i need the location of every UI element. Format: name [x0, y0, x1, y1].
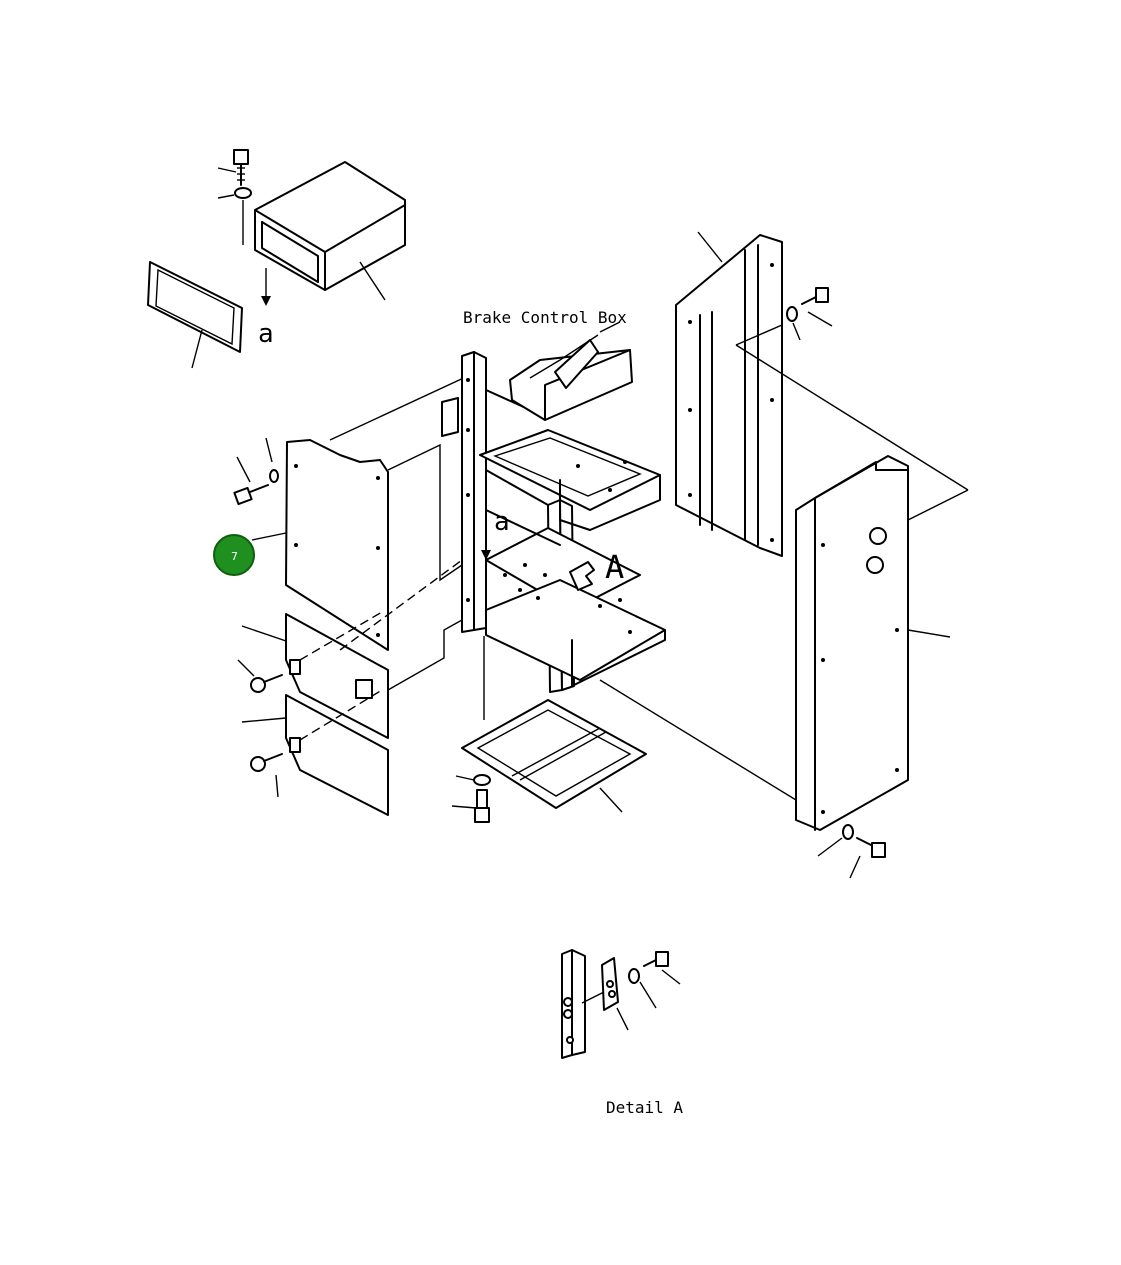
right-upper-panel [675, 231, 969, 557]
bottom-bolt [451, 774, 491, 823]
callout-7[interactable]: 7 [213, 534, 255, 576]
brake-control-box [509, 321, 633, 421]
right-upper-bolt [786, 287, 833, 341]
top-bolt [217, 149, 271, 306]
callout-circle[interactable] [213, 534, 255, 576]
gasket-frame [147, 261, 243, 369]
right-lower-bolt [817, 824, 886, 879]
left-panel-dash-lines [299, 374, 471, 741]
right-side-panel [599, 455, 969, 831]
middle-left-panel [241, 613, 389, 739]
left-bolt-upper [233, 437, 279, 506]
detail-a-reference-label: A [605, 548, 624, 586]
reference-a-upper-label: a [258, 319, 274, 349]
lower-left-panel [241, 694, 389, 816]
left-bolt-lower [250, 753, 283, 798]
reference-a-middle-label: a [494, 507, 510, 537]
central-frame [441, 351, 666, 720]
detail-a-drawing [561, 949, 681, 1059]
top-cover-box [254, 161, 406, 301]
bottom-tray [461, 699, 647, 813]
brake-control-box-label: Brake Control Box [463, 308, 627, 327]
upper-left-panel [251, 439, 389, 651]
callout-number: 7 [231, 550, 238, 563]
detail-a-caption: Detail A [606, 1098, 683, 1117]
left-bolt-middle [237, 659, 283, 693]
